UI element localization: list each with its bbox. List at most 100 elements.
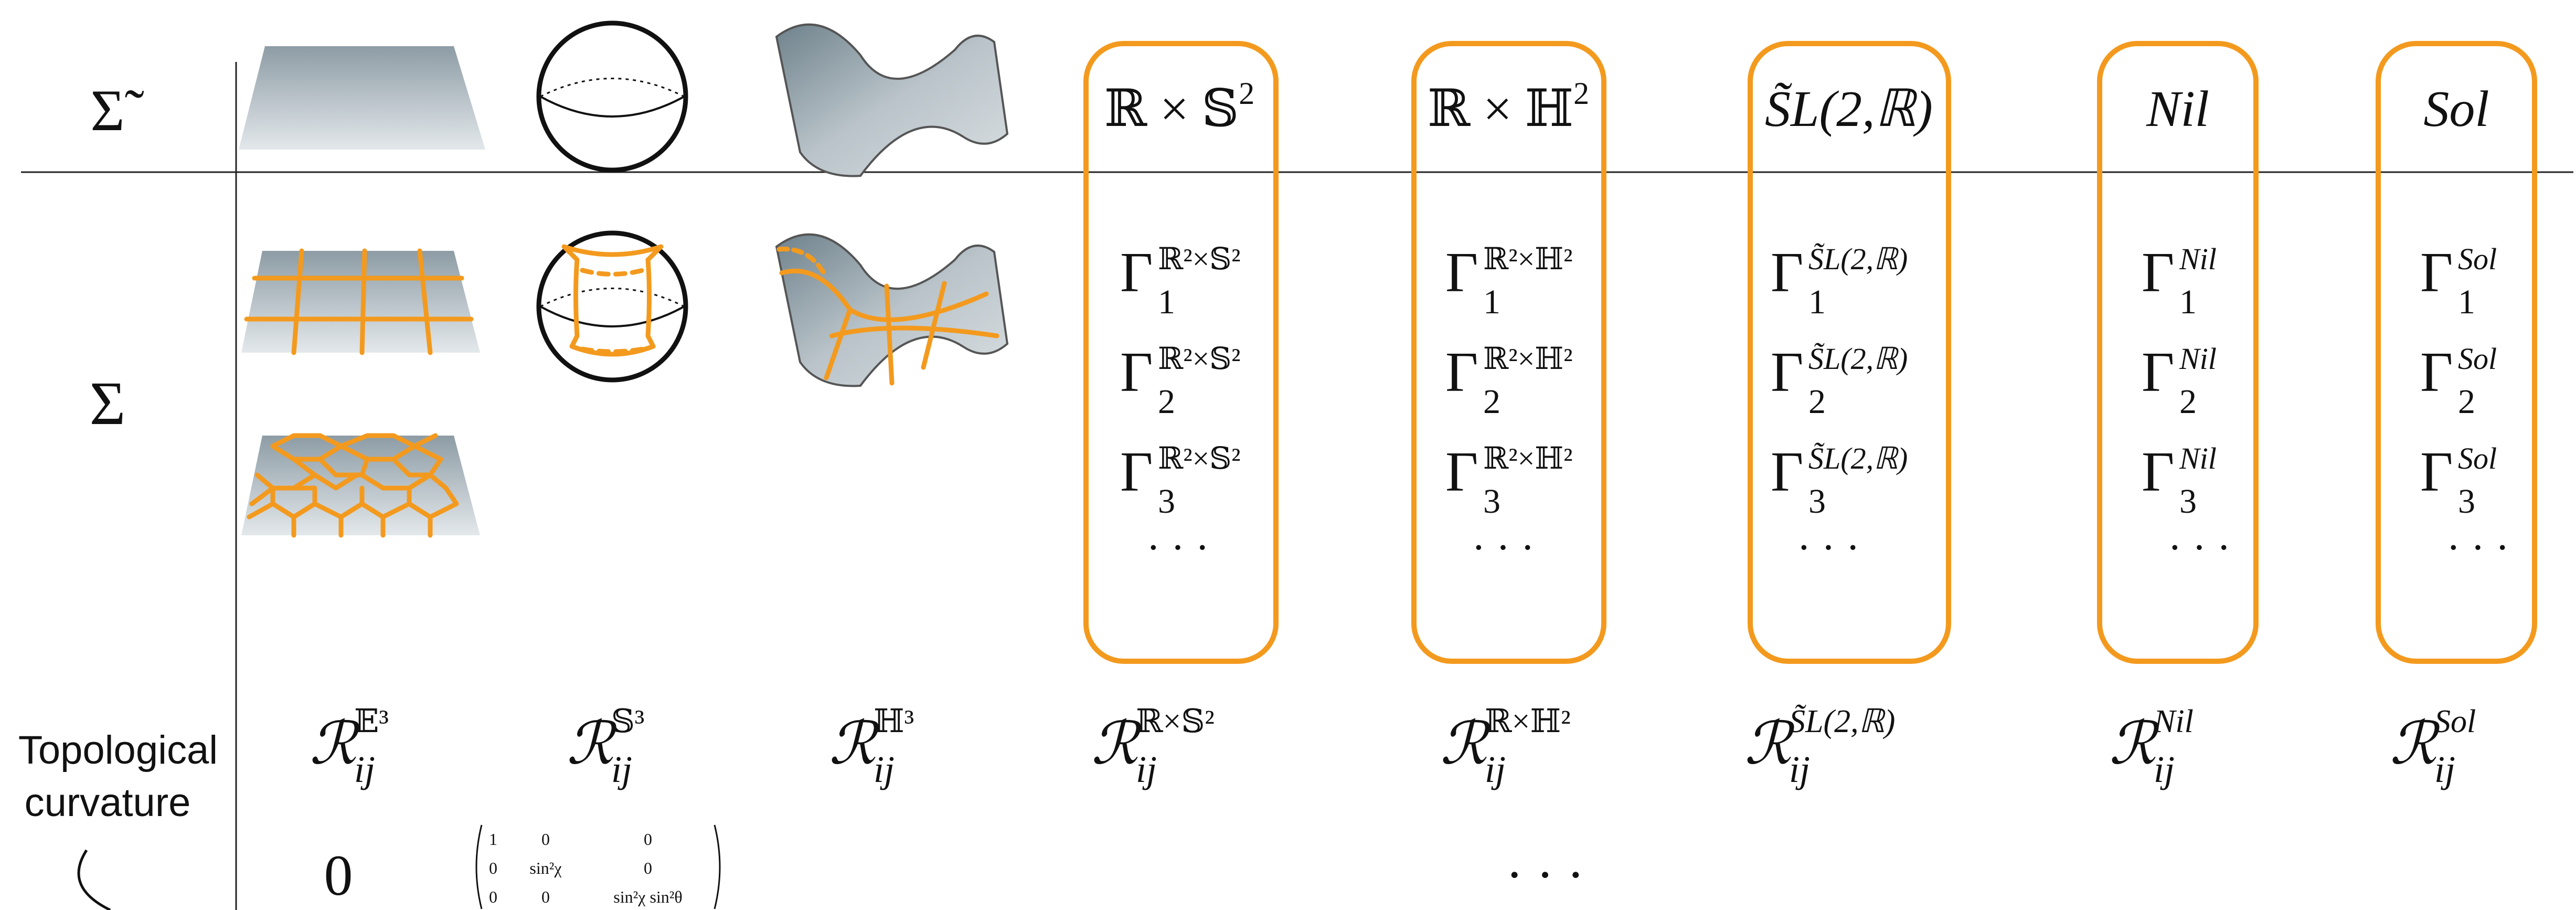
curvature-superscript: ℝ×ℍ² (1485, 704, 1571, 739)
gamma-superscript: Nil (2179, 342, 2217, 376)
gamma-symbol: Γ (1445, 441, 1478, 503)
box-sl2r (1748, 41, 1951, 664)
gamma-subscript: 2 (2458, 383, 2475, 421)
gamma-subscript: 3 (1158, 482, 1175, 521)
sigma-tilde-label: Σ̃ (90, 78, 144, 143)
curvature-subscript: ij (2154, 748, 2175, 790)
gamma-symbol: Γ (1771, 341, 1803, 404)
curved-arrow-stroke (77, 849, 111, 910)
sigma-label: Σ (90, 369, 126, 438)
gamma-superscript: ℝ²×𝕊² (1158, 242, 1241, 276)
row-label-topological: Topological (18, 728, 218, 773)
hyperbolic-tiled-surface (775, 233, 1009, 387)
gamma-symbol: Γ (1771, 441, 1803, 503)
curvature-subscript: ij (874, 748, 895, 790)
gamma-superscript: S̃L(2,ℝ) (1808, 242, 1908, 276)
curvature-subscript: ij (1136, 748, 1157, 790)
bottom-ellipsis: · · · (1506, 845, 1584, 904)
gamma-symbol: Γ (1120, 341, 1153, 404)
euclidean-hexagon-surface (241, 433, 480, 538)
gamma-superscript: Sol (2458, 342, 2497, 376)
header-sl2r: S̃L(2,ℝ) (1765, 81, 1933, 137)
gamma-subscript: 2 (1483, 383, 1500, 421)
curvature-superscript: Sol (2434, 704, 2476, 739)
hyperbolic-saddle-surface (775, 23, 1009, 177)
gamma-symbol: Γ (2142, 241, 2174, 304)
curvature-symbol: ℛ (2390, 712, 2440, 777)
gamma-subscript: 3 (2458, 482, 2475, 521)
matrix-cell: 0 (489, 859, 497, 877)
header-nil: Nil (2146, 81, 2209, 137)
curvature-superscript: ℍ³ (874, 704, 914, 739)
gamma-superscript: Nil (2179, 242, 2217, 276)
curvature-subscript: ij (611, 748, 632, 790)
gamma-subscript: 1 (2458, 283, 2475, 321)
curvature-symbol: ℛ (829, 712, 879, 777)
sphere-metric-matrix: 1 0 0 0 sin²χ 0 0 0 sin²χ sin²θ (475, 824, 721, 909)
matrix-cell: 0 (541, 830, 550, 849)
gamma-symbol: Γ (2420, 341, 2453, 404)
gamma-symbol: Γ (2420, 241, 2453, 304)
gamma-superscript: ℝ²×ℍ² (1483, 342, 1573, 376)
matrix-cell: 0 (489, 887, 497, 906)
gamma-subscript: 2 (2179, 383, 2197, 421)
gamma-symbol: Γ (1445, 341, 1478, 404)
gamma-subscript: 3 (2179, 482, 2197, 521)
curvature-symbol: ℛ (567, 712, 617, 777)
gamma-superscript: S̃L(2,ℝ) (1808, 342, 1908, 376)
gamma-superscript: Nil (2179, 441, 2217, 475)
gamma-subscript: 3 (1808, 482, 1826, 521)
matrix-cell: 0 (644, 830, 652, 849)
gamma-symbol: Γ (1120, 441, 1153, 503)
euclidean-plane-surface (239, 46, 485, 150)
curvature-superscript: ℝ×𝕊² (1136, 704, 1215, 739)
gamma-superscript: S̃L(2,ℝ) (1808, 441, 1908, 475)
gamma-symbol: Γ (1445, 241, 1478, 304)
matrix-cell: 1 (489, 830, 497, 849)
header-r-x-h2: ℝ × ℍ2 (1428, 76, 1589, 137)
box-sol (2376, 41, 2537, 664)
gamma-symbol: Γ (1120, 241, 1153, 304)
gamma-subscript: 3 (1483, 482, 1500, 521)
gamma-subscript: 2 (1808, 383, 1826, 421)
zero-value: 0 (324, 843, 353, 907)
matrix-cell: 0 (541, 887, 550, 906)
gamma-ellipsis: · · · (1146, 525, 1209, 571)
curvature-superscript: Nil (2153, 704, 2194, 739)
header-sol: Sol (2423, 81, 2489, 137)
row-label-curvature: curvature (25, 780, 191, 825)
curvature-symbol: ℛ (310, 712, 360, 777)
gamma-symbol: Γ (1771, 241, 1803, 304)
curvature-subscript: ij (354, 748, 375, 790)
curvature-superscript: S̃L(2,ℝ) (1789, 704, 1895, 739)
gamma-superscript: Sol (2458, 242, 2497, 276)
gamma-ellipsis: · · · (2446, 525, 2509, 571)
gamma-subscript: 1 (1483, 283, 1500, 321)
gamma-superscript: ℝ²×ℍ² (1483, 441, 1573, 475)
euclidean-grid-surface (241, 248, 480, 355)
gamma-superscript: Sol (2458, 441, 2497, 475)
curvature-symbol: ℛ (2109, 712, 2159, 777)
curvature-subscript: ij (1485, 748, 1506, 790)
matrix-cell: sin²χ (529, 859, 562, 877)
curvature-subscript: ij (1789, 748, 1810, 790)
box-r-x-s2 (1083, 41, 1279, 664)
matrix-cell: sin²χ sin²θ (613, 887, 682, 906)
curvature-superscript: 𝕊³ (611, 704, 644, 739)
gamma-ellipsis: · · · (1472, 525, 1535, 571)
gamma-symbol: Γ (2142, 441, 2174, 503)
matrix-cell: 0 (644, 859, 652, 877)
gamma-subscript: 1 (2179, 283, 2197, 321)
curvature-symbol: ℛ (1744, 712, 1795, 777)
sphere-surface (536, 20, 688, 173)
gamma-subscript: 2 (1158, 383, 1175, 421)
box-r-x-h2 (1411, 41, 1606, 664)
gamma-ellipsis: · · · (1797, 525, 1860, 571)
gamma-superscript: ℝ²×𝕊² (1158, 441, 1241, 475)
gamma-symbol: Γ (2142, 341, 2174, 404)
sphere-tiled-surface (536, 230, 688, 383)
curvature-symbol: ℛ (1440, 712, 1491, 777)
